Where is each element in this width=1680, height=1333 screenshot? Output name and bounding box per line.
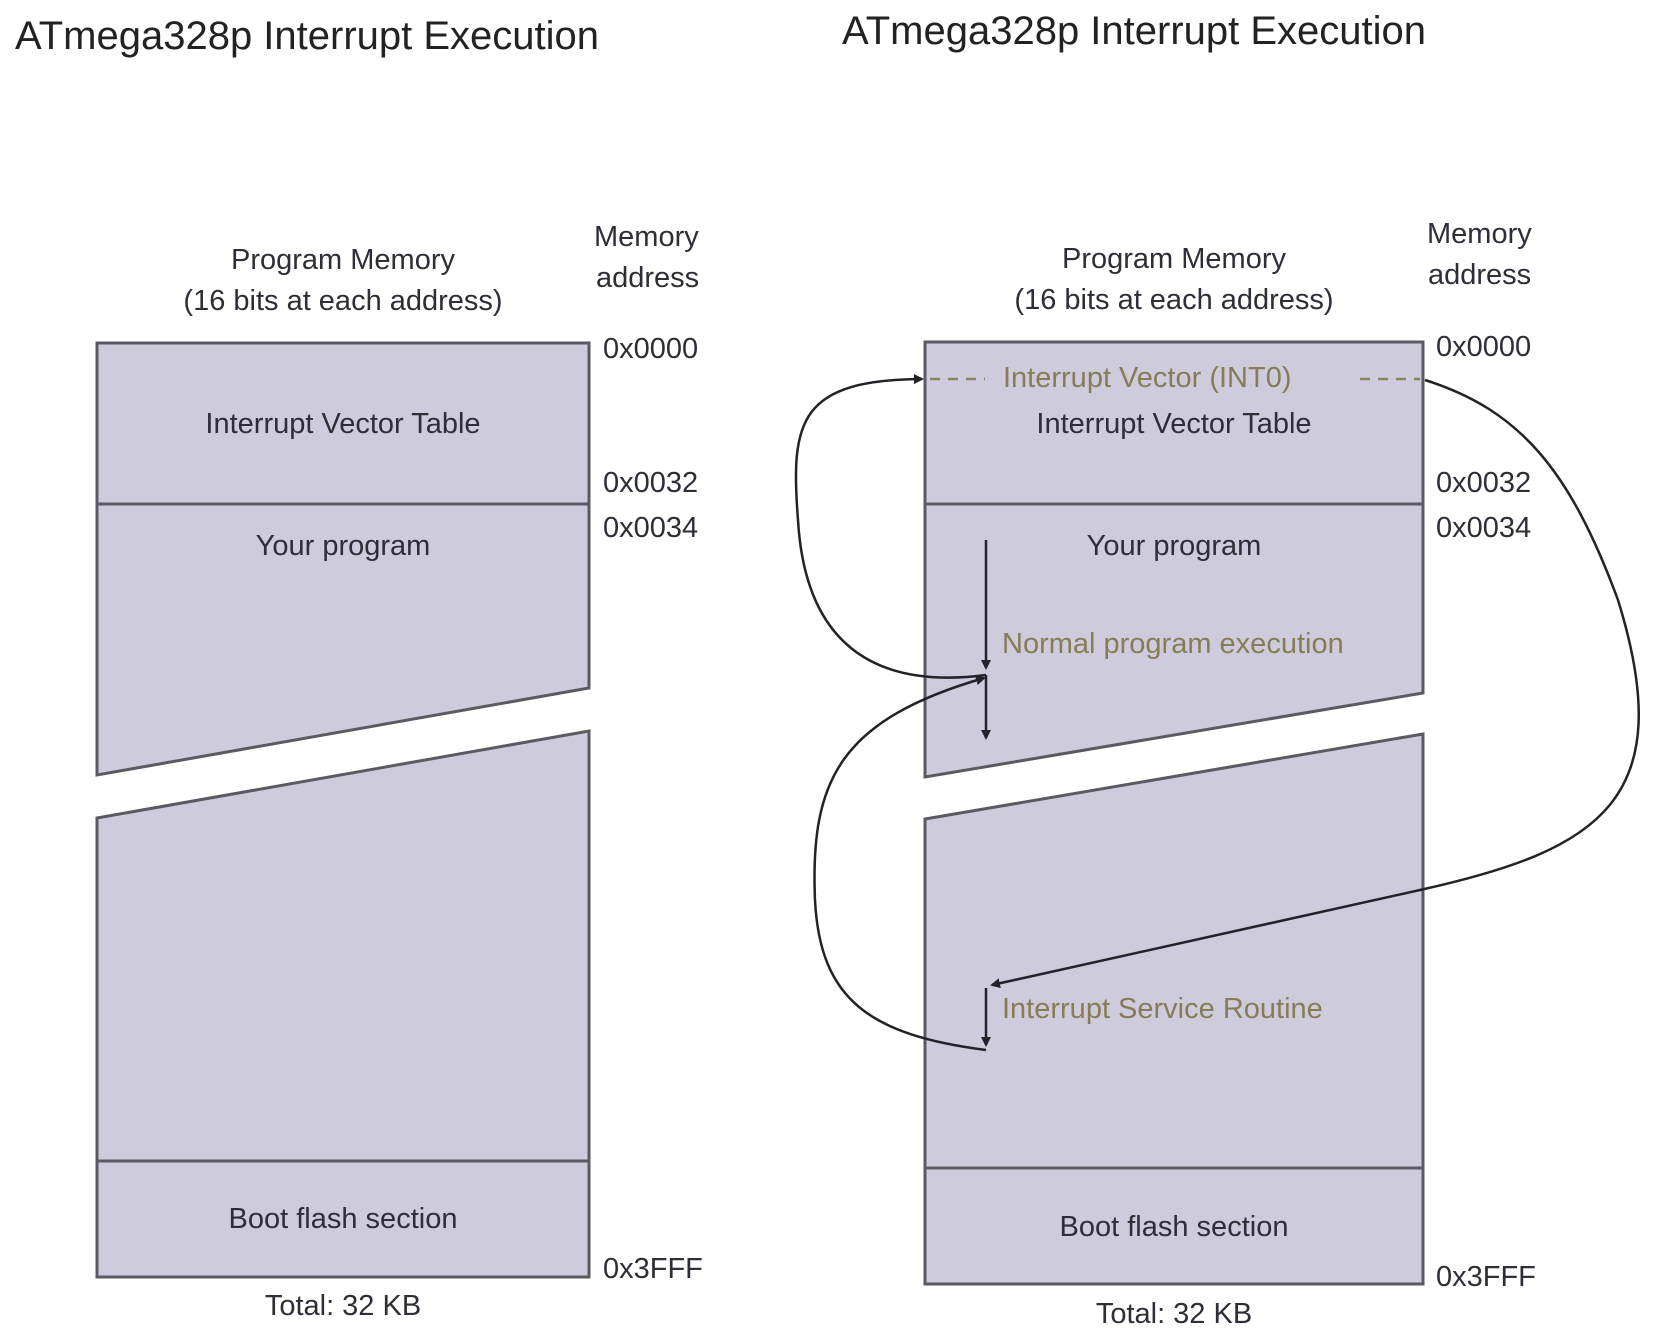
left-addr-0x3FFF: 0x3FFF — [603, 1253, 703, 1285]
left-memory-map — [95, 341, 591, 1279]
left-total: Total: 32 KB — [264, 1290, 422, 1322]
jump-to-vector-arrow — [794, 374, 987, 679]
interrupt-vector-int0-label: Interrupt Vector (INT0) — [1003, 362, 1292, 394]
right-addr-0x0000: 0x0000 — [1436, 331, 1532, 363]
right-upper-flash-region — [923, 732, 1425, 1170]
normal-execution-label: Normal program execution — [1002, 628, 1344, 660]
left-program-label: Your program — [255, 530, 431, 562]
right-header-line1: Program Memory — [1062, 243, 1286, 275]
right-title: ATmega328p Interrupt Execution — [842, 9, 1427, 53]
right-boot-label: Boot flash section — [1059, 1211, 1289, 1243]
vector-to-isr-arrow — [990, 378, 1640, 989]
left-addr-0x0032: 0x0032 — [603, 467, 699, 499]
right-addr-header-line1: Memory — [1427, 218, 1532, 250]
isr-label: Interrupt Service Routine — [1002, 993, 1323, 1025]
right-header-line2: (16 bits at each address) — [1014, 284, 1334, 316]
right-addr-header-line2: address — [1428, 259, 1532, 291]
right-ivt-region — [923, 340, 1425, 506]
right-addr-0x3FFF: 0x3FFF — [1436, 1261, 1536, 1293]
left-header-line1: Program Memory — [231, 244, 455, 276]
right-addr-0x0032: 0x0032 — [1436, 467, 1532, 499]
left-addr-0x0034: 0x0034 — [603, 512, 699, 544]
right-boot-region — [923, 1166, 1425, 1286]
right-ivt-label: Interrupt Vector Table — [1036, 408, 1312, 440]
left-header-line2: (16 bits at each address) — [183, 285, 503, 317]
return-from-isr-arrow — [813, 675, 987, 1052]
right-program-label: Your program — [1086, 530, 1262, 562]
left-boot-label: Boot flash section — [228, 1203, 458, 1235]
left-upper-flash-region — [95, 729, 591, 1163]
left-addr-header-line1: Memory — [594, 221, 699, 253]
left-title: ATmega328p Interrupt Execution — [15, 14, 600, 58]
left-boot-region — [95, 1159, 591, 1279]
right-memory-map — [923, 340, 1425, 1286]
left-program-region — [95, 502, 591, 777]
right-total: Total: 32 KB — [1095, 1298, 1253, 1330]
left-addr-header-line2: address — [596, 262, 700, 294]
right-addr-0x0034: 0x0034 — [1436, 512, 1532, 544]
left-ivt-label: Interrupt Vector Table — [205, 408, 481, 440]
right-program-region — [923, 502, 1425, 779]
left-addr-0x0000: 0x0000 — [603, 333, 699, 365]
left-ivt-region — [95, 341, 591, 506]
